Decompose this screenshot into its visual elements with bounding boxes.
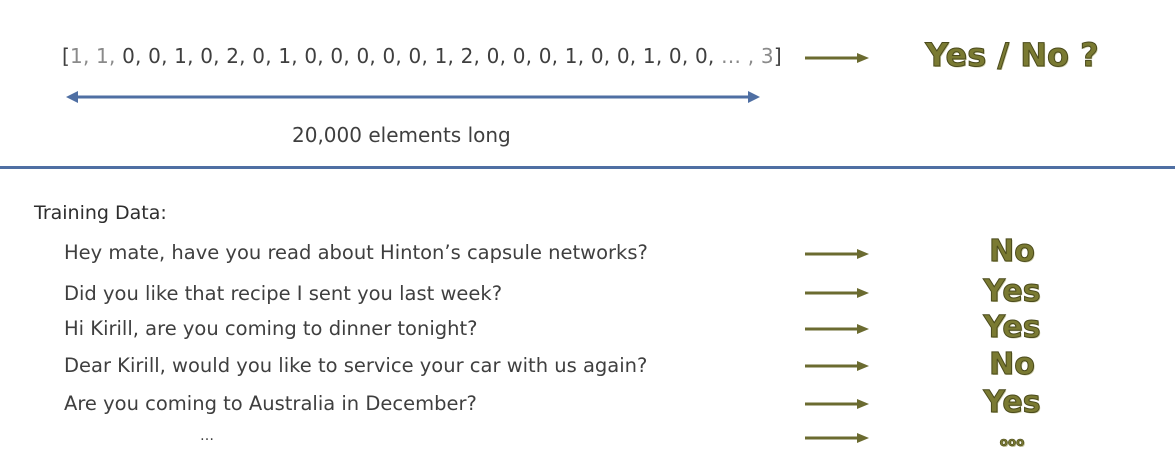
vector-output-arrow: [805, 53, 869, 63]
row-arrow: [805, 399, 869, 409]
vector-close-bracket: ]: [773, 44, 782, 68]
vector-middle-values: 0, 0, 1, 0, 2, 0, 1, 0, 0, 0, 0, 0, 1, 2…: [115, 44, 715, 68]
training-data-title: Training Data:: [34, 202, 167, 224]
answer-ellipsis: ooo: [999, 435, 1025, 450]
answer-label: No: [989, 234, 1036, 270]
row-arrow: [805, 361, 869, 371]
training-sentence: Are you coming to Australia in December?: [64, 392, 477, 415]
feature-vector: [1, 1, 0, 0, 1, 0, 2, 0, 1, 0, 0, 0, 0, …: [62, 44, 782, 68]
row-arrow: [805, 433, 869, 443]
training-sentence-ellipsis: …: [200, 428, 214, 444]
training-sentence: Hey mate, have you read about Hinton’s c…: [64, 241, 648, 264]
row-arrow: [805, 324, 869, 334]
section-divider: [0, 166, 1175, 169]
output-question: Yes / No ?: [925, 36, 1099, 75]
vector-length-label: 20,000 elements long: [292, 123, 511, 147]
row-arrow: [805, 249, 869, 259]
vector-open-bracket: [: [62, 44, 71, 68]
answer-label: Yes: [983, 274, 1041, 310]
training-sentence: Dear Kirill, would you like to service y…: [64, 354, 648, 377]
vector-tail-values: … , 3: [714, 44, 774, 68]
vector-first-values: 1, 1,: [70, 44, 116, 68]
training-sentence: Hi Kirill, are you coming to dinner toni…: [64, 317, 478, 340]
answer-label: Yes: [983, 310, 1041, 346]
answer-label: Yes: [983, 385, 1041, 421]
answer-label: No: [989, 347, 1036, 383]
length-double-arrow: [66, 91, 760, 103]
row-arrow: [805, 288, 869, 298]
training-sentence: Did you like that recipe I sent you last…: [64, 282, 503, 305]
